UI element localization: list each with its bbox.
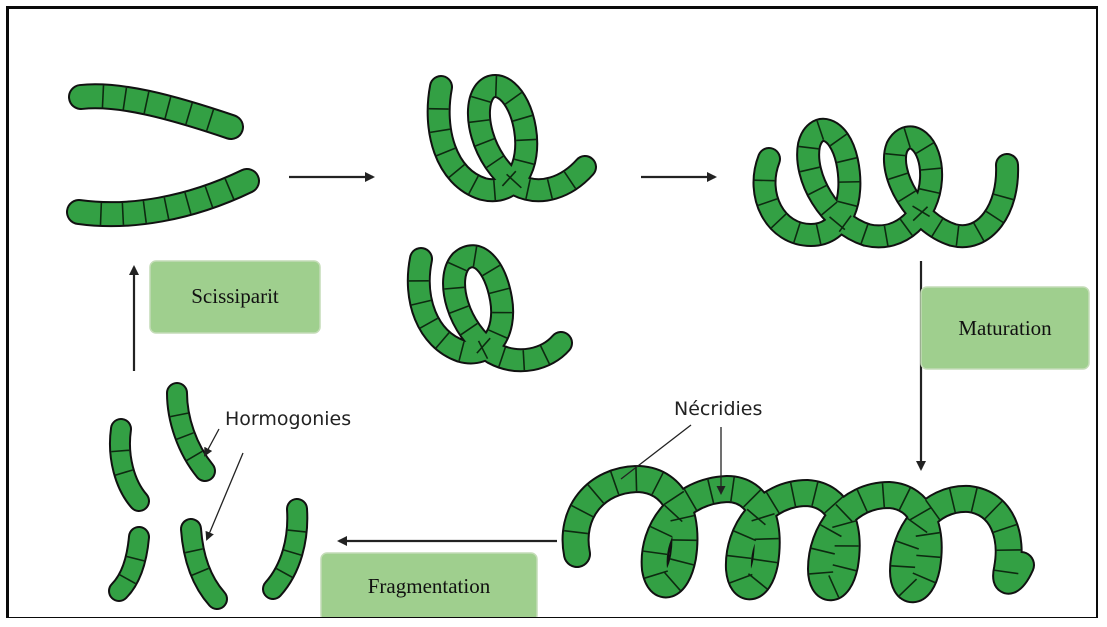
cell-separator xyxy=(102,85,103,107)
cell-separator xyxy=(755,180,775,181)
cell-separator xyxy=(100,203,101,225)
stage-box-maturation: Maturation xyxy=(921,287,1089,369)
filament-straight-bottom xyxy=(79,179,247,225)
filament-curl-top-middle xyxy=(429,76,585,200)
filaments-layer xyxy=(79,76,1021,599)
stage-label-maturation: Maturation xyxy=(958,316,1052,340)
filament-curl-bottom-middle xyxy=(409,247,561,371)
cell-separator xyxy=(523,350,524,370)
cell-separator xyxy=(122,203,123,225)
stage-box-fragmentation: Fragmentation xyxy=(321,553,537,618)
hormogonie-5 xyxy=(273,509,306,589)
cell-separator xyxy=(755,539,779,540)
cell-separator xyxy=(636,467,637,491)
filament-straight-top xyxy=(81,85,231,130)
stage-label-fragmentation: Fragmentation xyxy=(368,574,491,598)
hormogonie-3 xyxy=(119,537,144,591)
diagram-frame: Scissiparit Maturation Fragmentation Hor… xyxy=(6,6,1098,618)
pointer-hormogonies-1 xyxy=(205,429,219,455)
hormogonie-1 xyxy=(111,429,139,501)
label-hormogonies: Hormogonies xyxy=(225,408,351,430)
filament-spiral-maturation xyxy=(755,121,1014,246)
filament-spiral-long xyxy=(564,467,1021,597)
hormogonie-4 xyxy=(185,529,217,599)
cell-separator xyxy=(496,76,497,96)
cyanobacteria-life-cycle-diagram: Scissiparit Maturation Fragmentation Hor… xyxy=(9,9,1098,618)
hormogonie-2 xyxy=(170,393,205,471)
stage-box-scissiparit: Scissiparit xyxy=(150,261,320,333)
cell-separator xyxy=(516,139,536,140)
stage-label-scissiparit: Scissiparit xyxy=(191,284,279,308)
label-necridies: Nécridies xyxy=(674,398,762,420)
